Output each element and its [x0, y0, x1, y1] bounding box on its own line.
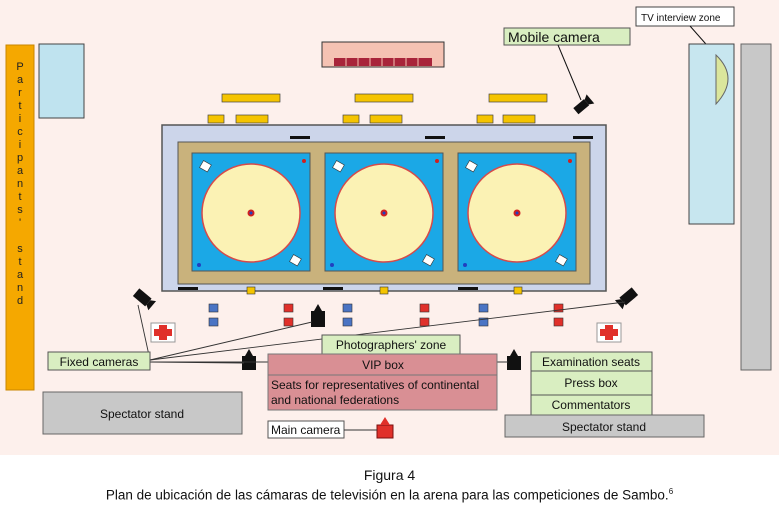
coach-chairs — [208, 286, 564, 327]
platform-edge-marks — [178, 136, 593, 290]
figure-number: Figura 4 — [363, 467, 416, 483]
examination-seats-label: Examination seats — [542, 355, 640, 369]
mobile-camera-icon — [573, 94, 595, 115]
spectator-stand-left-label: Spectator stand — [100, 407, 184, 421]
spectator-stand-right — [504, 414, 705, 438]
left-zone-block — [38, 43, 85, 119]
fixed-cameras-label-box — [47, 351, 151, 371]
tv-interview-zone-label-box — [635, 6, 735, 27]
main-camera-label: Main camera — [271, 423, 341, 437]
commentators-label: Commentators — [552, 398, 631, 412]
participants-stand — [5, 44, 35, 391]
camera-center-icon — [311, 304, 325, 327]
camera-left-icon — [132, 288, 157, 311]
top-bench-seats — [334, 58, 432, 66]
mat-1 — [191, 152, 311, 272]
spectator-stand-right-label: Spectator stand — [562, 420, 646, 434]
camera-vip-left-icon — [242, 349, 256, 370]
right-gray-stand — [740, 43, 772, 371]
tv-interview-spot — [715, 53, 729, 106]
mobile-camera-label-box — [503, 27, 631, 46]
main-camera-icon — [376, 417, 394, 439]
main-camera-label-box — [267, 420, 345, 439]
first-aid-right-icon — [596, 322, 622, 343]
federation-seats — [267, 374, 498, 411]
judge-tables — [207, 93, 548, 124]
mat-3 — [457, 152, 577, 272]
mat-2 — [324, 152, 444, 272]
camera-right-icon — [614, 287, 639, 310]
camera-vip-right-icon — [507, 349, 521, 370]
photographers-zone-label: Photographers' zone — [336, 338, 447, 352]
vip-box-label: VIP box — [362, 358, 404, 372]
figure-caption-text: Plan de ubicación de las cámaras de tele… — [105, 487, 669, 503]
press-box — [530, 370, 653, 396]
mobile-camera-pointer — [557, 44, 582, 101]
footnote-marker: 6 — [668, 487, 674, 496]
federation-seats-label: Seats for representatives of continental… — [271, 378, 479, 407]
spectator-stand-left — [42, 391, 243, 435]
first-aid-left-icon — [150, 322, 176, 343]
fixed-cameras-label: Fixed cameras — [60, 355, 139, 369]
press-box-label: Press box — [564, 376, 617, 390]
figure-caption: Plan de ubicación de las cámaras de tele… — [0, 487, 779, 503]
tv-interview-zone-label: TV interview zone — [641, 13, 721, 24]
mobile-camera-label: Mobile camera — [508, 29, 600, 45]
